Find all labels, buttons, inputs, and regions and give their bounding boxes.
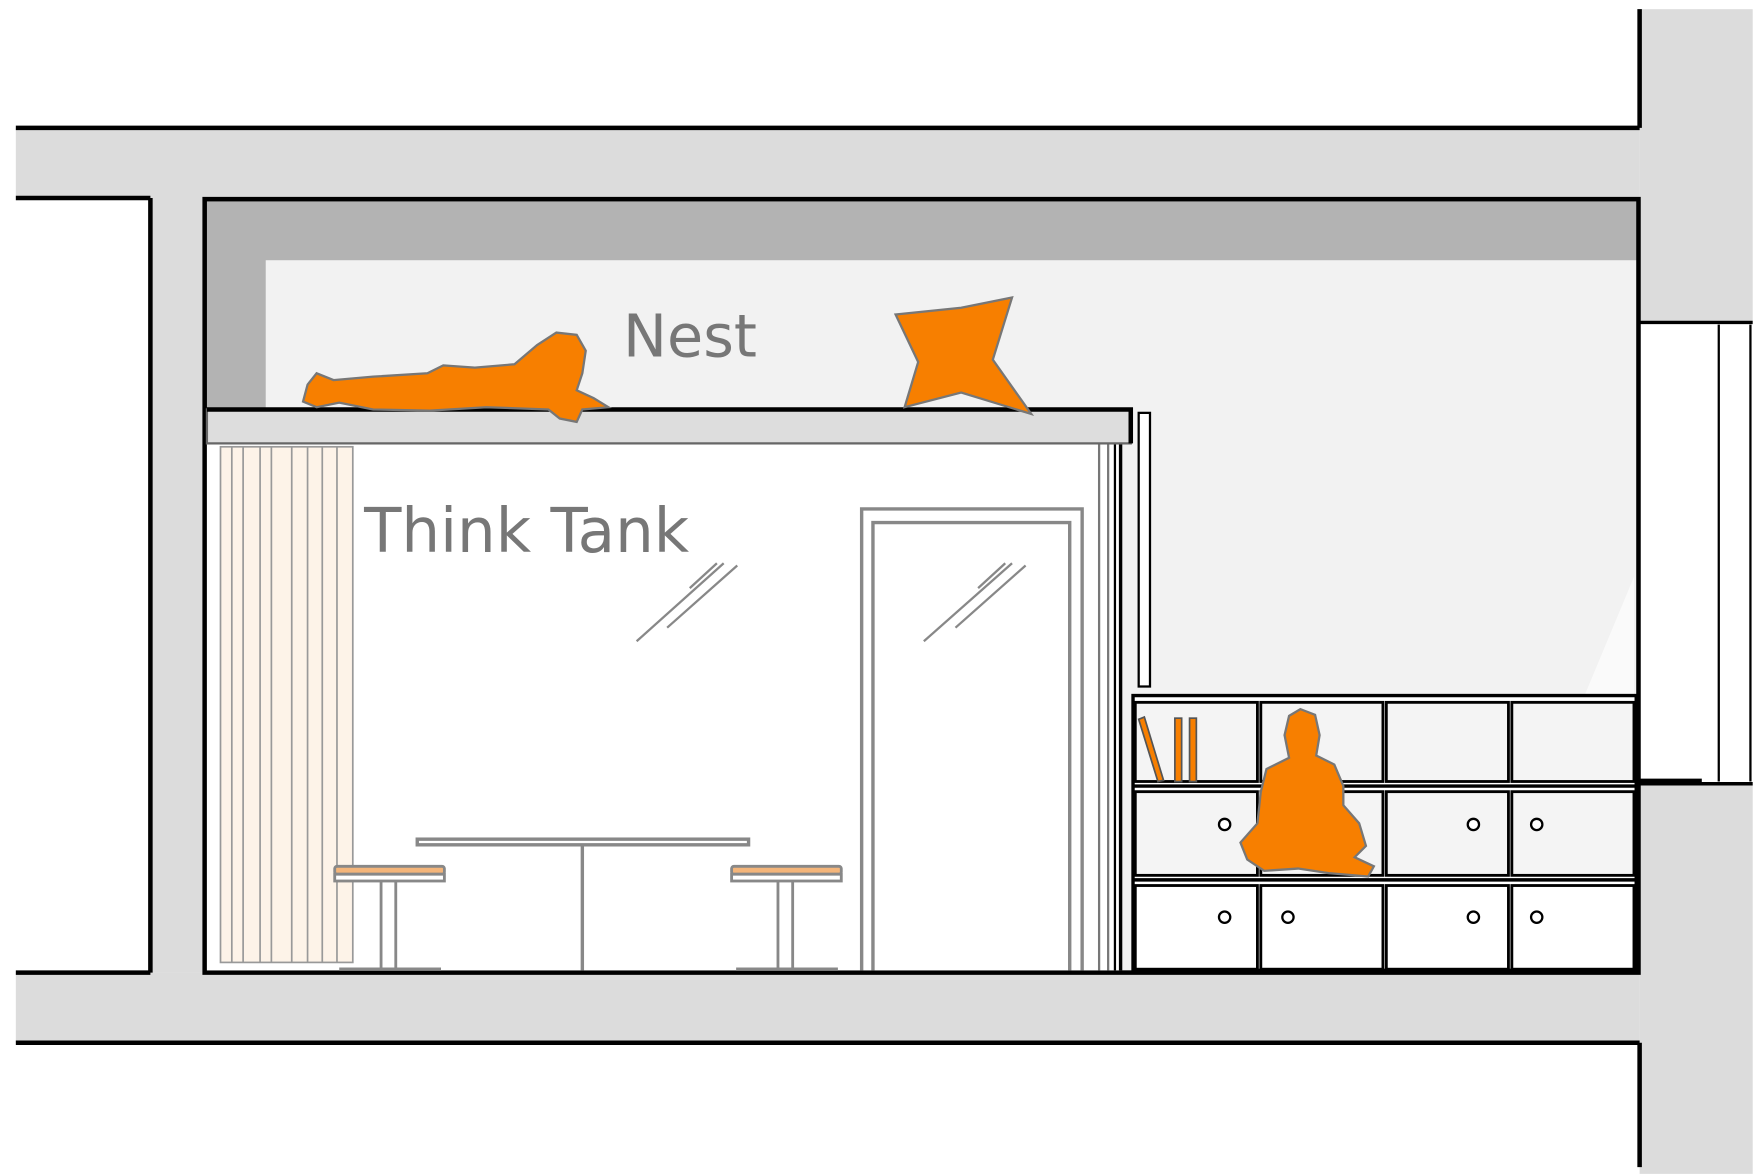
right-wall-lower (1639, 783, 1753, 1174)
side-panel (1137, 411, 1152, 688)
window (1639, 324, 1753, 783)
bottom-slab (15, 972, 1640, 1043)
ceiling-band (204, 199, 1639, 261)
door[interactable] (859, 507, 1084, 971)
think-tank-label: Think Tank (363, 496, 690, 567)
glass-edge (1097, 444, 1123, 971)
stool-right (730, 864, 843, 971)
star-pillow-icon (893, 296, 1035, 417)
nest-platform (205, 408, 1132, 445)
structure (15, 9, 1753, 1174)
nest-back-wall (204, 199, 266, 410)
top-slab (15, 127, 1640, 199)
right-wall-upper (1639, 9, 1753, 323)
knob-icons (1217, 817, 1544, 924)
glass-reflection-icon (635, 562, 1027, 643)
think-tank-box (206, 443, 1121, 971)
sitting-person-icon (1239, 707, 1376, 878)
orange-figures (301, 296, 1376, 878)
storage-cabinets (1131, 693, 1638, 973)
books (1137, 715, 1198, 783)
nest-label: Nest (623, 301, 757, 370)
stool-left (333, 864, 446, 971)
room-outline (202, 196, 1641, 975)
curtain (219, 445, 354, 964)
lying-person-icon (301, 331, 612, 424)
table (415, 837, 751, 971)
left-column (150, 198, 205, 973)
